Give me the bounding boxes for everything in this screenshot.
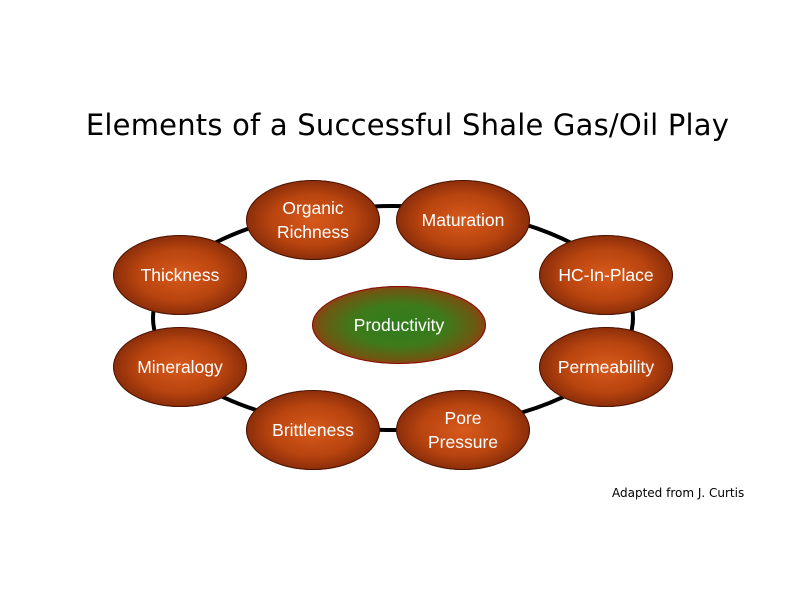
node-label: Mineralogy [137, 357, 223, 377]
node-pore-pressure: Pore Pressure [396, 390, 530, 470]
node-mineralogy: Mineralogy [113, 327, 247, 407]
node-label: Thickness [140, 265, 220, 285]
node-maturation: Maturation [396, 180, 530, 260]
source-credit: Adapted from J. Curtis [612, 486, 745, 500]
node-label: Pore Pressure [427, 408, 499, 452]
node-thickness: Thickness [113, 235, 247, 315]
node-hc-in-place: HC-In-Place [539, 235, 673, 315]
slide-title: Elements of a Successful Shale Gas/Oil P… [85, 108, 730, 142]
node-label: Organic Richness [277, 198, 349, 242]
center-label: Productivity [353, 314, 445, 335]
node-brittleness: Brittleness [246, 390, 380, 470]
node-label: Permeability [557, 357, 655, 377]
ring-line [151, 204, 635, 432]
node-permeability: Permeability [539, 327, 673, 407]
node-label: Maturation [421, 210, 505, 230]
node-label: Brittleness [272, 420, 354, 440]
node-organic-richness: Organic Richness [246, 180, 380, 260]
node-label: HC-In-Place [558, 265, 654, 285]
node-productivity: Productivity [312, 286, 486, 364]
